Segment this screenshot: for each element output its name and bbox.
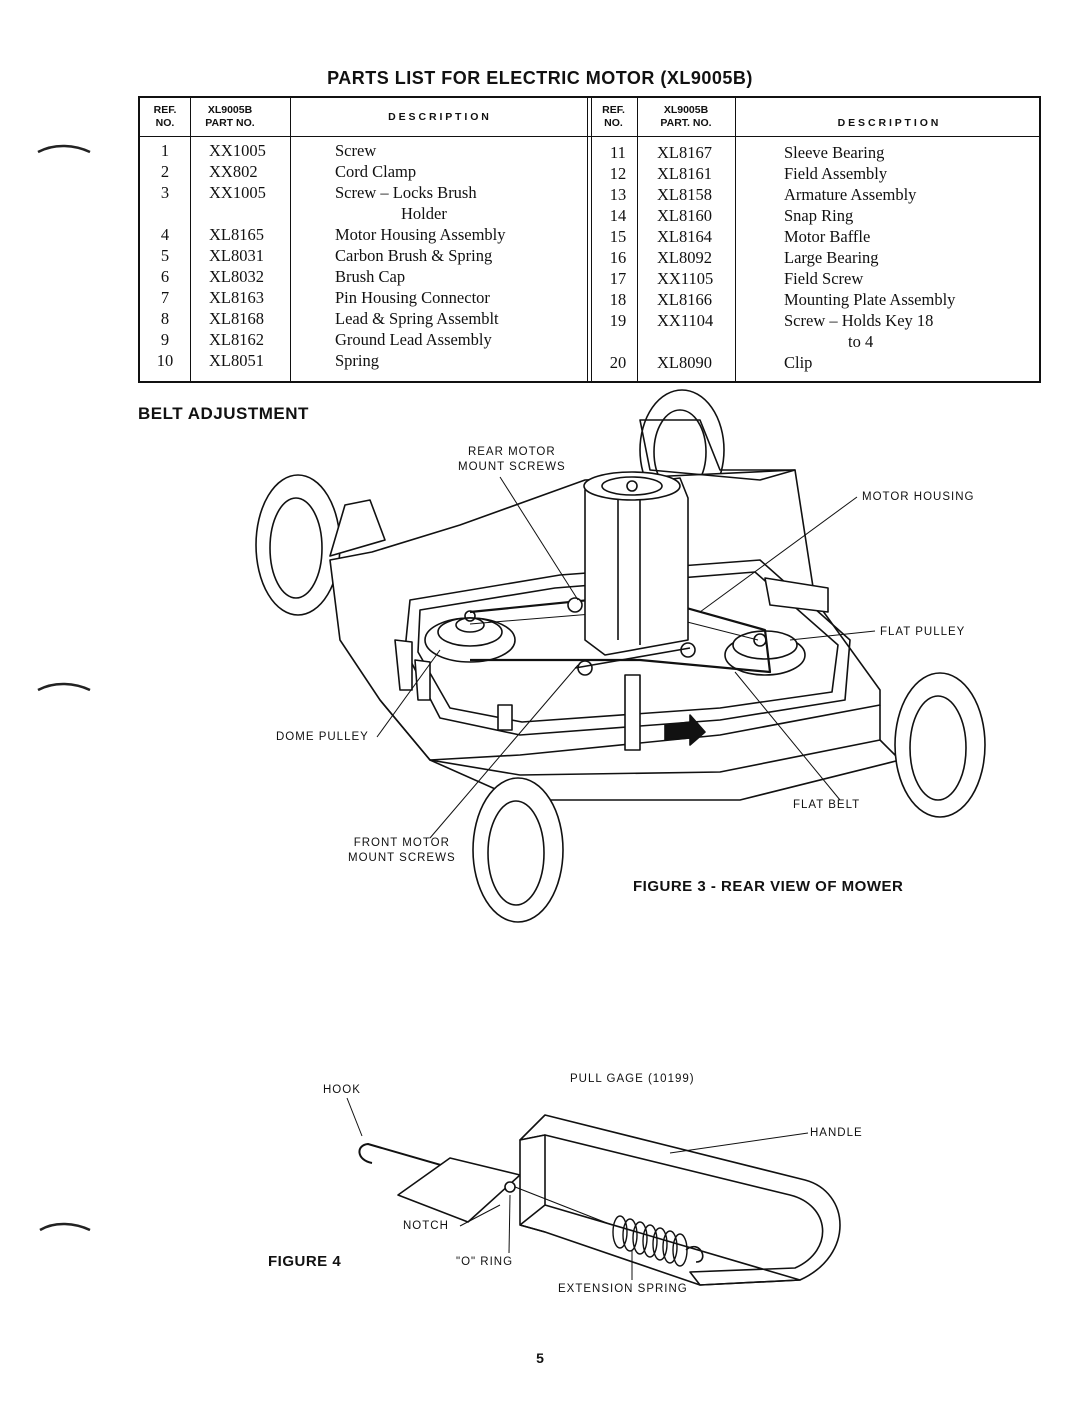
table-cell-ref: 11 xyxy=(610,143,626,162)
table-cell-part: XL8160 xyxy=(657,206,712,225)
table-cell-ref: 16 xyxy=(609,248,627,267)
table-cell-ref: 2 xyxy=(160,162,170,181)
header-part-no-right: XL9005B PART. NO. xyxy=(660,104,712,129)
table-cell-part: XL8162 xyxy=(209,330,264,349)
table-cell-part: XL8031 xyxy=(209,246,264,265)
label-hook: HOOK xyxy=(323,1084,361,1096)
table-cell-part: XL8165 xyxy=(209,225,264,244)
table-cell-ref: 1 xyxy=(160,141,170,160)
table-cell-desc: Field Assembly xyxy=(784,164,888,183)
table-cell-ref: 12 xyxy=(609,164,627,183)
table-cell-desc: Motor Housing Assembly xyxy=(335,225,506,244)
table-cell-part: XL8032 xyxy=(209,267,264,286)
table-cell-part: XL8166 xyxy=(657,290,712,309)
table-cell-desc: Clip xyxy=(784,353,813,372)
table-cell-desc: Ground Lead Assembly xyxy=(335,330,492,349)
table-cell-desc: Screw – Holds Key 18 xyxy=(784,311,934,330)
table-cell-part: XL8090 xyxy=(657,353,712,372)
table-cell-part: XL8051 xyxy=(209,351,264,370)
header-part-no: XL9005B PART NO. xyxy=(205,104,255,129)
table-cell-desc: Carbon Brush & Spring xyxy=(335,246,493,265)
table-cell-ref: 7 xyxy=(160,288,170,307)
table-cell-desc: Snap Ring xyxy=(784,206,854,225)
table-cell-ref: 13 xyxy=(609,185,627,204)
table-cell-ref: 6 xyxy=(160,267,170,286)
table-cell-ref: 8 xyxy=(160,309,170,328)
label-front-motor-mount-screws: FRONT MOTOR MOUNT SCREWS xyxy=(348,837,456,864)
page-number: 5 xyxy=(536,1350,544,1366)
table-cell-desc: Brush Cap xyxy=(335,267,406,286)
table-cell-desc: Screw – Locks Brush xyxy=(335,183,477,202)
label-notch: NOTCH xyxy=(403,1220,449,1232)
header-ref-no: REF. NO. xyxy=(153,104,177,129)
label-motor-housing: MOTOR HOUSING xyxy=(862,491,975,503)
label-flat-belt: FLAT BELT xyxy=(793,799,861,811)
table-cell-ref: 18 xyxy=(609,290,627,309)
table-cell-desc: Holder xyxy=(401,204,447,223)
table-cell-part: XX1005 xyxy=(209,183,266,202)
table-cell-desc: to 4 xyxy=(848,332,874,351)
parts-table: REF. NO. XL9005B PART NO. D E S C R I P … xyxy=(138,96,1041,383)
figure-4-caption: FIGURE 4 xyxy=(268,1253,342,1270)
table-cell-part: XL8164 xyxy=(657,227,712,246)
table-cell-ref: 15 xyxy=(609,227,627,246)
table-cell-part: XX1105 xyxy=(657,269,714,288)
label-rear-motor-mount-screws: REAR MOTOR MOUNT SCREWS xyxy=(458,446,566,473)
table-cell-desc: Mounting Plate Assembly xyxy=(784,290,956,309)
table-cell-ref: 10 xyxy=(156,351,174,370)
figure-3-caption: FIGURE 3 - REAR VIEW OF MOWER xyxy=(633,878,904,895)
table-cell-ref: 5 xyxy=(160,246,170,265)
table-cell-desc: Motor Baffle xyxy=(784,227,871,246)
table-cell-desc: Armature Assembly xyxy=(784,185,917,204)
table-cell-ref: 3 xyxy=(160,183,170,202)
table-cell-part: XL8161 xyxy=(657,164,712,183)
table-cell-ref: 20 xyxy=(609,353,627,372)
header-description: D E S C R I P T I O N xyxy=(388,111,489,123)
table-cell-ref: 4 xyxy=(160,225,170,244)
label-o-ring: "O" RING xyxy=(456,1256,514,1268)
table-cell-part: XX1005 xyxy=(209,141,266,160)
table-cell-ref: 17 xyxy=(609,269,627,288)
table-cell-part: XL8168 xyxy=(209,309,264,328)
table-cell-desc: Sleeve Bearing xyxy=(784,143,885,162)
table-cell-ref: 14 xyxy=(609,206,627,225)
table-cell-part: XX802 xyxy=(209,162,258,181)
label-extension-spring: EXTENSION SPRING xyxy=(558,1283,688,1295)
table-cell-desc: Lead & Spring Assemblt xyxy=(335,309,499,328)
table-cell-desc: Screw xyxy=(335,141,377,160)
header-description-right: D E S C R I P T I O N xyxy=(837,117,939,129)
table-cell-part: XL8158 xyxy=(657,185,712,204)
table-cell-part: XL8163 xyxy=(209,288,264,307)
label-dome-pulley: DOME PULLEY xyxy=(276,731,369,743)
label-pull-gage: PULL GAGE (10199) xyxy=(570,1073,695,1085)
table-cell-desc: Field Screw xyxy=(784,269,864,288)
table-cell-desc: Cord Clamp xyxy=(335,162,417,181)
header-ref-no-right: REF. NO. xyxy=(602,104,625,129)
parts-list-title: PARTS LIST FOR ELECTRIC MOTOR (XL9005B) xyxy=(327,68,753,88)
belt-adjustment-heading: BELT ADJUSTMENT xyxy=(138,404,309,423)
table-cell-part: XX1104 xyxy=(657,311,714,330)
table-cell-desc: Pin Housing Connector xyxy=(335,288,490,307)
table-cell-part: XL8167 xyxy=(657,143,712,162)
label-handle: HANDLE xyxy=(810,1127,863,1139)
table-cell-desc: Spring xyxy=(335,351,380,370)
table-cell-part: XL8092 xyxy=(657,248,712,267)
table-cell-ref: 19 xyxy=(609,311,627,330)
table-cell-desc: Large Bearing xyxy=(784,248,879,267)
table-cell-ref: 9 xyxy=(160,330,170,349)
label-flat-pulley: FLAT PULLEY xyxy=(880,626,966,638)
